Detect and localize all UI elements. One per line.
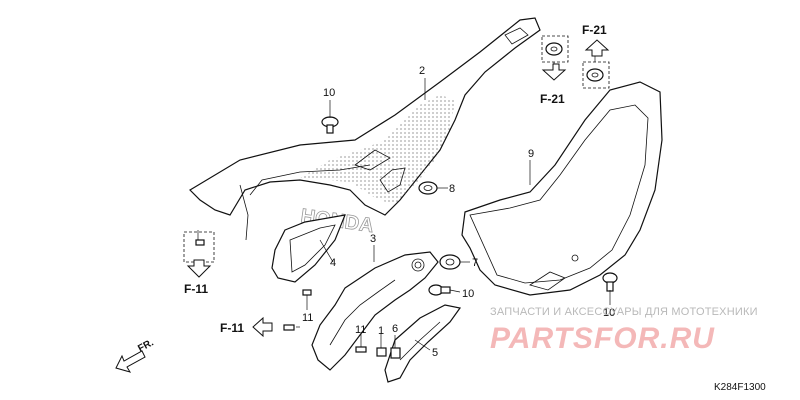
mount-slot: [379, 167, 406, 193]
ref-f21-mid: F-21: [540, 92, 565, 106]
ref-f21-top: F-21: [582, 23, 607, 37]
callout-3: 3: [370, 233, 376, 245]
front-direction-indicator: FR.: [115, 337, 156, 373]
callout-11-mid: 11: [355, 324, 366, 336]
arrow-down-icon: [186, 259, 212, 278]
callout-5: 5: [432, 347, 438, 359]
callout-10-top: 10: [323, 87, 335, 99]
watermark-logo: PARTSFOR.RU: [490, 322, 715, 355]
arrow-front-icon: [115, 350, 146, 373]
callout-labels: 2 10 8 9 3 4 7 10 10 11 11 1 6 5: [302, 65, 615, 359]
callout-7: 7: [472, 257, 478, 269]
diagram-code: K284F1300: [714, 382, 766, 393]
callout-10-mid: 10: [462, 288, 474, 300]
arrow-up-icon: [584, 39, 610, 57]
watermark-tagline: ЗАПЧАСТИ И АКСЕССУАРЫ ДЛЯ МОТОТЕХНИКИ: [490, 306, 758, 318]
callout-1: 1: [378, 325, 384, 337]
callout-10-right: 10: [603, 307, 615, 319]
arrow-left-icon: [252, 316, 273, 338]
part-5-bracket: [384, 304, 462, 383]
ref-f11-mid: F-11: [220, 321, 244, 335]
callout-8: 8: [449, 183, 455, 195]
ref-f11-left: F-11: [184, 282, 208, 296]
arrow-down-icon: [541, 63, 567, 81]
part-9-side-cover: [461, 81, 663, 296]
callout-4: 4: [330, 257, 336, 269]
callout-6: 6: [392, 323, 398, 335]
leader-lines: [197, 55, 611, 351]
part-3-lower-panel: [311, 251, 439, 371]
reference-arrows: F-21 F-21 F-11 F-11: [184, 23, 610, 338]
callout-9: 9: [528, 148, 534, 160]
callout-2: 2: [419, 65, 425, 77]
fr-label: FR.: [136, 337, 156, 354]
dotted-texture: [300, 95, 455, 205]
watermark: ЗАПЧАСТИ И АКСЕССУАРЫ ДЛЯ МОТОТЕХНИКИ PA…: [490, 306, 758, 355]
part-4-small-panel: [271, 214, 346, 283]
callout-11-left: 11: [302, 312, 313, 324]
